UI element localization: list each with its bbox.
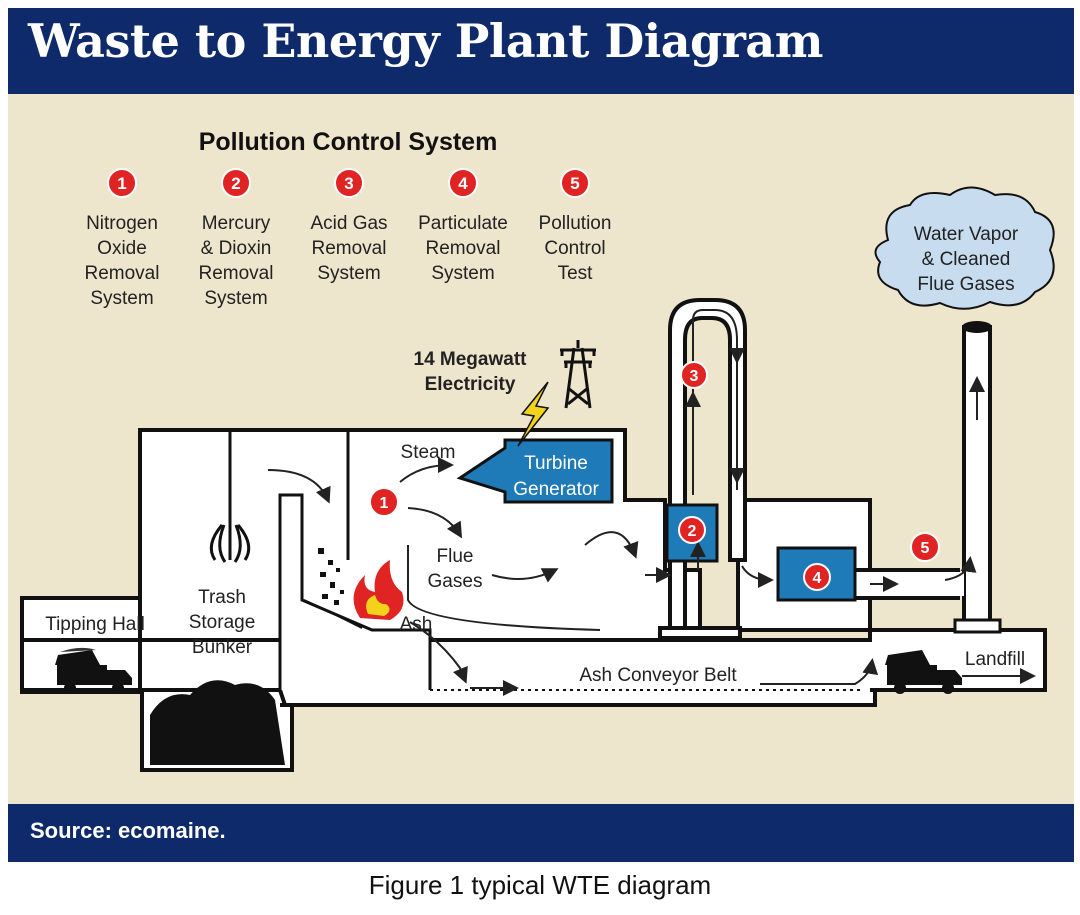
vapor-label-2: & Cleaned (922, 249, 1011, 270)
number-badge-1 (107, 168, 137, 198)
power-tower-icon (560, 340, 596, 409)
number-badge-5 (560, 168, 590, 198)
flue-label-1: Flue (437, 546, 474, 567)
pollution-heading: Pollution Control System (199, 128, 498, 156)
pollution-item-1: 1 Nitrogen Oxide Removal System (85, 168, 160, 309)
ash-label: Ash (400, 614, 433, 635)
trash-label-2: Storage (189, 612, 256, 633)
flue-duct (855, 568, 960, 600)
electricity-line-2: Electricity (425, 374, 516, 395)
figure-caption: Figure 1 typical WTE diagram (368, 870, 712, 900)
lightning-icon (517, 381, 550, 447)
vapor-cloud (874, 186, 1055, 310)
crane-claw-icon (209, 432, 251, 563)
flow-arrows (267, 309, 1036, 696)
furnace-grate (278, 493, 432, 690)
item-2-line-4: System (204, 288, 267, 309)
number-badge-4 (448, 168, 478, 198)
item-1-line-3: Removal (85, 263, 160, 284)
item-4-line-3: System (431, 263, 494, 284)
turbine-label-2: Generator (513, 479, 599, 500)
marker-3: 3 (680, 361, 708, 389)
pollution-item-2: 2 Mercury & Dioxin Removal System (199, 168, 274, 309)
trash-pile (150, 680, 285, 765)
number-3: 3 (344, 174, 353, 193)
turbine-label-1: Turbine (524, 453, 588, 474)
vapor-label-1: Water Vapor (914, 224, 1019, 245)
number-badge-2 (221, 168, 251, 198)
trash-label-3: Bunker (192, 637, 253, 658)
number-badge-3 (334, 168, 364, 198)
steam-label: Steam (401, 442, 456, 463)
item-1-line-2: Oxide (97, 238, 147, 259)
marker-1: 1 (369, 487, 399, 517)
svg-text:4: 4 (813, 570, 822, 587)
electricity-line-1: 14 Megawatt (414, 349, 528, 370)
pollution-item-3: 3 Acid Gas Removal System (310, 168, 388, 284)
svg-text:2: 2 (688, 523, 697, 540)
item-3-line-2: Removal (312, 238, 387, 259)
number-5: 5 (570, 174, 579, 193)
footer-bar (8, 804, 1074, 862)
pollution-item-5: 5 Pollution Control Test (539, 168, 612, 284)
item-3-line-3: System (317, 263, 380, 284)
svg-text:3: 3 (690, 368, 699, 385)
svg-text:5: 5 (921, 540, 930, 557)
trash-debris (318, 548, 344, 605)
item-5-line-2: Control (544, 238, 605, 259)
vapor-label-3: Flue Gases (917, 274, 1014, 295)
item-1-line-4: System (90, 288, 153, 309)
scrubber-tower (658, 298, 747, 640)
trash-label-1: Trash (198, 587, 246, 608)
duct-fill (852, 572, 964, 596)
svg-text:1: 1 (380, 495, 389, 512)
dump-truck-icon-right (885, 650, 962, 694)
source-credit: Source: ecomaine. (30, 818, 226, 843)
pollution-item-4: 4 Particulate Removal System (418, 168, 508, 284)
page-title: Waste to Energy Plant Diagram (28, 14, 823, 68)
dump-truck-icon-left (55, 647, 132, 694)
landfill-label: Landfill (965, 649, 1025, 670)
marker-4: 4 (803, 563, 831, 591)
marker-5: 5 (910, 532, 940, 562)
fire-icon (353, 560, 404, 620)
flue-label-2: Gases (428, 571, 483, 592)
item-5-line-3: Test (558, 263, 594, 284)
item-1-line-1: Nitrogen (86, 213, 158, 234)
item-4-line-1: Particulate (418, 213, 508, 234)
marker-2: 2 (678, 516, 706, 544)
number-4: 4 (458, 174, 468, 193)
header-bar (8, 8, 1074, 94)
item-2-line-2: & Dioxin (201, 238, 272, 259)
number-2: 2 (231, 174, 240, 193)
item-5-line-1: Pollution (539, 213, 612, 234)
tipping-hall-label: Tipping Hall (45, 614, 145, 635)
conveyor-label: Ash Conveyor Belt (579, 665, 737, 686)
item-4-line-2: Removal (426, 238, 501, 259)
item-2-line-3: Removal (199, 263, 274, 284)
turbine-generator (456, 438, 614, 504)
item-2-line-1: Mercury (202, 213, 271, 234)
item-3-line-1: Acid Gas (310, 213, 387, 234)
number-1: 1 (117, 174, 126, 193)
